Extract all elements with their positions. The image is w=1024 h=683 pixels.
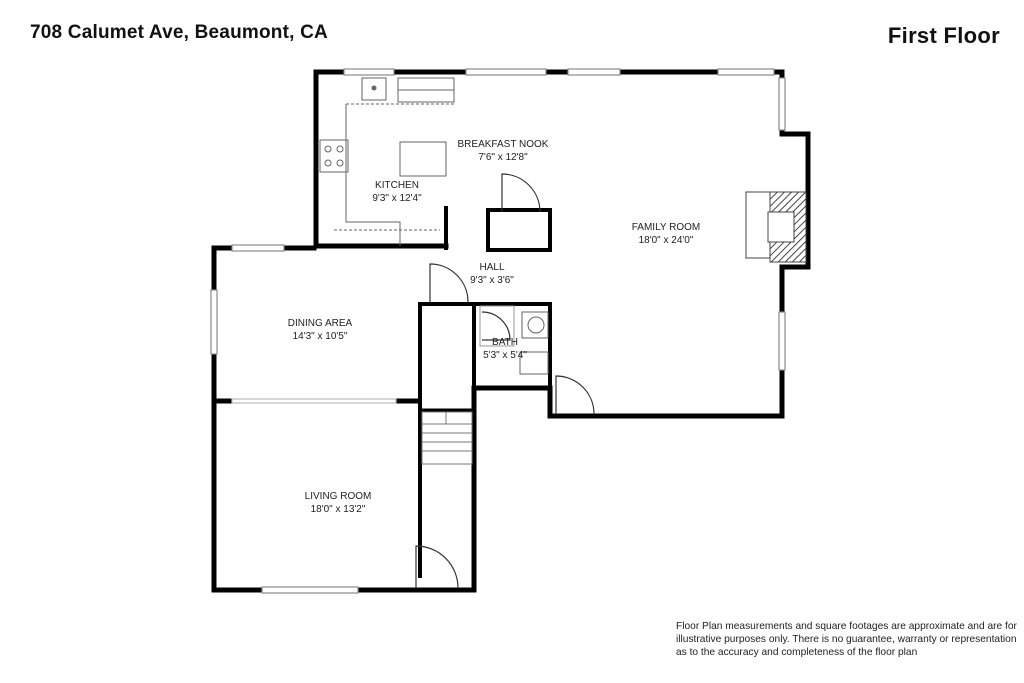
family-door <box>555 375 595 415</box>
disclaimer-line-3: as to the accuracy and completeness of t… <box>676 647 918 658</box>
sink-icon <box>361 77 387 101</box>
walls <box>211 69 811 593</box>
room-name-family-room: FAMILY ROOM <box>632 222 701 233</box>
room-labels: BREAKFAST NOOK 7'6" x 12'8" KITCHEN 9'3"… <box>288 139 701 515</box>
doors <box>415 173 595 589</box>
room-name-dining-area: DINING AREA <box>288 318 353 329</box>
room-name-kitchen: KITCHEN <box>375 180 419 191</box>
room-dims-dining-area: 14'3" x 10'5" <box>293 331 348 342</box>
room-dims-living-room: 18'0" x 13'2" <box>311 504 366 515</box>
bath-sink-icon <box>521 311 549 339</box>
windows <box>210 68 786 594</box>
hall-door <box>429 263 469 303</box>
disclaimer: Floor Plan measurements and square foota… <box>676 620 1017 659</box>
room-name-bath: BATH <box>492 337 518 348</box>
bath-fixtures <box>479 305 549 375</box>
stairs <box>421 411 473 465</box>
room-name-breakfast-nook: BREAKFAST NOOK <box>458 139 549 150</box>
floor-title: First Floor <box>887 23 1000 48</box>
kitchen-fixtures <box>319 77 455 246</box>
disclaimer-line-1: Floor Plan measurements and square foota… <box>676 621 1017 632</box>
stove-icon <box>319 139 349 173</box>
fireplace <box>745 191 807 263</box>
room-dims-bath: 5'3" x 5'4" <box>483 350 527 361</box>
bath-door <box>481 311 511 341</box>
room-name-hall: HALL <box>479 262 504 273</box>
room-dims-kitchen: 9'3" x 12'4" <box>372 193 422 204</box>
property-address: 708 Calumet Ave, Beaumont, CA <box>30 22 328 43</box>
disclaimer-line-2: illustrative purposes only. There is no … <box>676 634 1017 645</box>
toilet-icon <box>519 351 549 375</box>
room-dims-hall: 9'3" x 3'6" <box>470 275 514 286</box>
room-name-living-room: LIVING ROOM <box>305 491 372 502</box>
kitchen-island <box>399 141 447 177</box>
entry-door <box>415 545 459 589</box>
pantry-door <box>501 173 541 213</box>
room-dims-family-room: 18'0" x 24'0" <box>639 235 694 246</box>
room-dims-breakfast-nook: 7'6" x 12'8" <box>478 152 528 163</box>
